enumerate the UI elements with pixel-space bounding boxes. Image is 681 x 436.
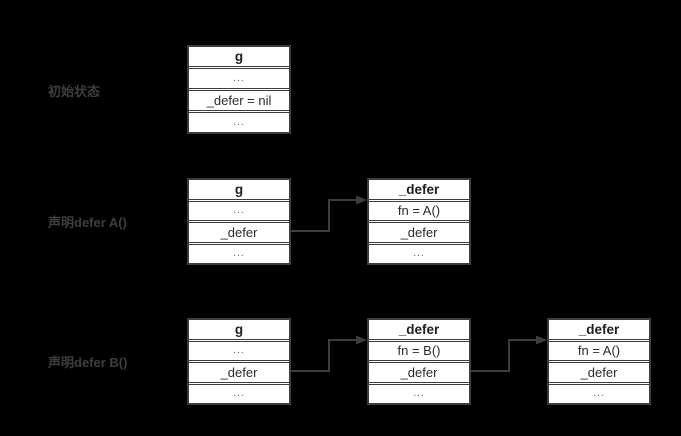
struct-box-defer-a-linked: _defer fn = A() _defer ... [547,318,651,405]
struct-cell-ellipsis: ... [189,338,289,361]
stage-label-initial: 初始状态 [48,84,101,99]
struct-box-g-defer-a: g ... _defer ... [187,178,291,265]
struct-header-defer: _defer [578,321,620,337]
struct-cell-defer-pointer: _defer [369,220,469,242]
struct-cell-ellipsis: ... [549,381,649,404]
struct-box-g-initial: g ... _defer = nil ... [187,45,291,134]
connector-line [291,199,356,232]
stage-label-defer-a: 声明defer A() [48,215,127,230]
struct-box-g-defer-b: g ... _defer ... [187,318,291,405]
struct-header-g: g [234,181,244,197]
struct-cell-ellipsis: ... [369,241,469,264]
arrowhead-icon [356,195,367,205]
struct-cell-defer-pointer: _defer [369,360,469,382]
struct-cell-ellipsis: ... [189,198,289,221]
stage-label-defer-b: 声明defer B() [48,355,128,370]
struct-cell-fn-a: fn = A() [369,198,469,221]
connector-line [471,339,536,372]
struct-cell-ellipsis: ... [189,110,289,132]
struct-cell-ellipsis: ... [369,381,469,404]
struct-cell-fn-a: fn = A() [549,338,649,361]
struct-header-defer: _defer [398,181,440,197]
struct-cell-defer-pointer: _defer [189,220,289,242]
struct-header-g: g [234,48,244,64]
struct-cell-ellipsis: ... [189,66,289,88]
arrowhead-icon [356,335,367,345]
connector-line [291,339,356,372]
struct-header-g: g [234,321,244,337]
struct-box-defer-b: _defer fn = B() _defer ... [367,318,471,405]
struct-cell-fn-b: fn = B() [369,338,469,361]
struct-cell-ellipsis: ... [189,381,289,404]
struct-cell-defer-pointer: _defer [189,360,289,382]
struct-cell-defer-pointer: _defer [549,360,649,382]
struct-box-defer-a: _defer fn = A() _defer ... [367,178,471,265]
struct-header-defer: _defer [398,321,440,337]
arrowhead-icon [536,335,547,345]
struct-cell-ellipsis: ... [189,241,289,264]
struct-cell-defer-nil: _defer = nil [189,88,289,110]
